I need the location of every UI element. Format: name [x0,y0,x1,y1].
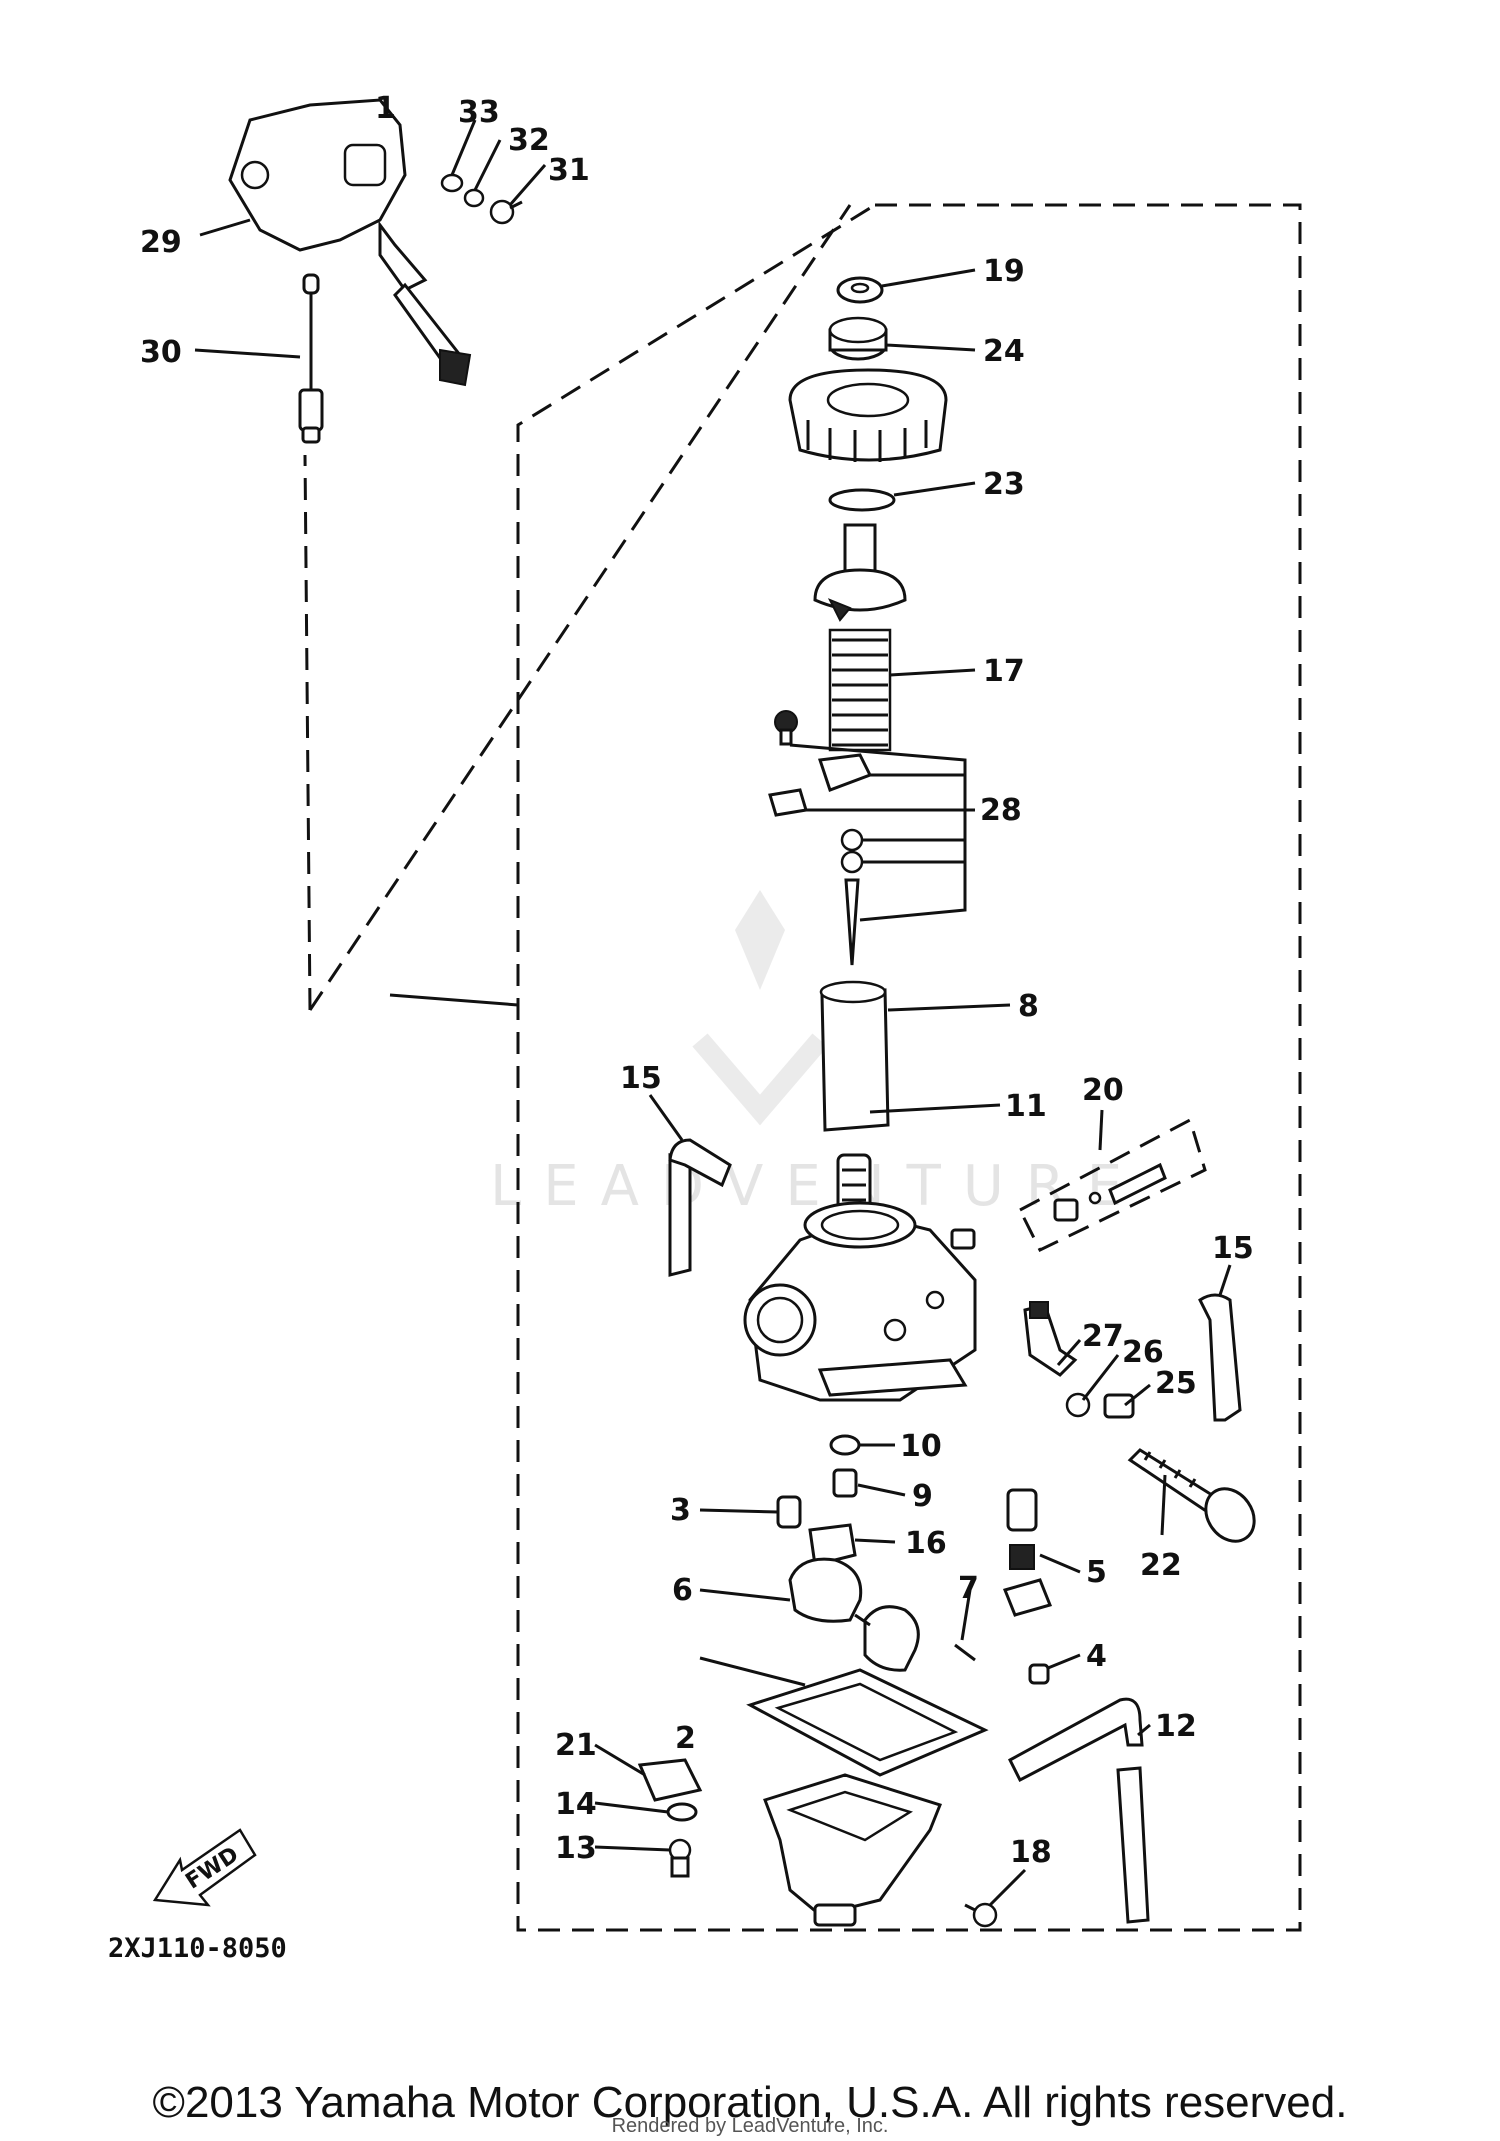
callout-30: 30 [140,335,182,370]
rendered-by-notice: Rendered by LeadVenture, Inc. [611,2115,889,2137]
callout-4: 4 [1086,1639,1107,1674]
callout-16: 16 [905,1526,947,1561]
cable-adjuster-part-24 [828,316,888,361]
callout-22: 22 [1140,1548,1182,1583]
callout-32: 32 [508,123,550,158]
callout-2: 2 [675,1721,696,1756]
leader-lines [194,119,1232,1907]
callout-23: 23 [983,467,1025,502]
starter-plunger-part-22 [1127,1448,1256,1543]
cap-washer-part-19 [836,276,884,304]
callout-18: 18 [1010,1835,1052,1870]
leadventure-watermark: LEADVENTURE [490,890,1144,1219]
callout-1: 1 [375,91,396,126]
throttle-cable-part [298,273,324,444]
diagram-code: 2XJ110-8050 [108,1933,287,1964]
callout-15-left: 15 [620,1061,662,1096]
callout-24: 24 [983,334,1025,369]
callout-10: 10 [900,1429,942,1464]
callout-5: 5 [1086,1555,1107,1590]
callout-25: 25 [1155,1366,1197,1401]
o-ring-part-23 [828,488,896,512]
callout-21: 21 [555,1728,597,1763]
screw-washer-part-25-26 [1065,1392,1135,1419]
callout-labels: 1 2 3 4 5 6 7 8 9 10 11 12 13 14 15 15 1… [140,91,1254,1870]
body-fitting-part [950,1228,976,1250]
screw-washers-part [440,173,523,225]
throttle-link-line [308,204,852,1011]
throttle-valve-part-8 [819,980,890,1132]
callout-7: 7 [958,1571,979,1606]
cable-holder-part-27 [1023,1301,1078,1377]
callout-28: 28 [980,793,1022,828]
callout-14: 14 [555,1787,597,1822]
callout-11: 11 [1005,1089,1047,1124]
watermark-text: LEADVENTURE [490,1154,1144,1219]
jet-needle-set-part-28 [768,710,967,966]
copyright-notice: ©2013 Yamaha Motor Corporation, U.S.A. A… [152,2078,1348,2127]
callout-8: 8 [1018,989,1039,1024]
drain-hose-part-12 [1008,1697,1150,1924]
vent-hose-part-15-right [1198,1293,1242,1422]
jet-parts-lower [776,1434,1053,1685]
throttle-valve-spring-part-17 [828,628,892,752]
mixing-chamber-cap-part [788,368,948,462]
fwd-arrow-icon: FWD [152,1828,257,1907]
throttle-housing-part [228,98,472,387]
carburetor-body-part [743,1201,977,1402]
callout-26: 26 [1122,1335,1164,1370]
callout-31: 31 [548,153,590,188]
assembly-boundary [516,203,1302,1932]
pilot-screw-set-part-20 [1018,1117,1207,1252]
float-chamber-gasket-part-2 [746,1668,989,1777]
callout-12: 12 [1155,1709,1197,1744]
drain-screw-part-18 [964,1902,998,1928]
callout-29: 29 [140,225,182,260]
callout-19: 19 [983,254,1025,289]
bracket-screw-part-21-14-13 [637,1758,703,1878]
callout-27: 27 [1082,1319,1124,1354]
cable-link-line [303,454,312,1011]
callout-15-right: 15 [1212,1231,1254,1266]
callout-3: 3 [670,1493,691,1528]
callout-9: 9 [912,1479,933,1514]
callout-33: 33 [458,95,500,130]
callout-13: 13 [555,1831,597,1866]
float-chamber-part [763,1773,942,1927]
callout-17: 17 [983,654,1025,689]
callout-6: 6 [672,1573,693,1608]
vent-hose-part-15-left [668,1138,732,1277]
callout-20: 20 [1082,1073,1124,1108]
needle-holder-part [813,523,907,622]
float-part-6 [788,1557,920,1672]
